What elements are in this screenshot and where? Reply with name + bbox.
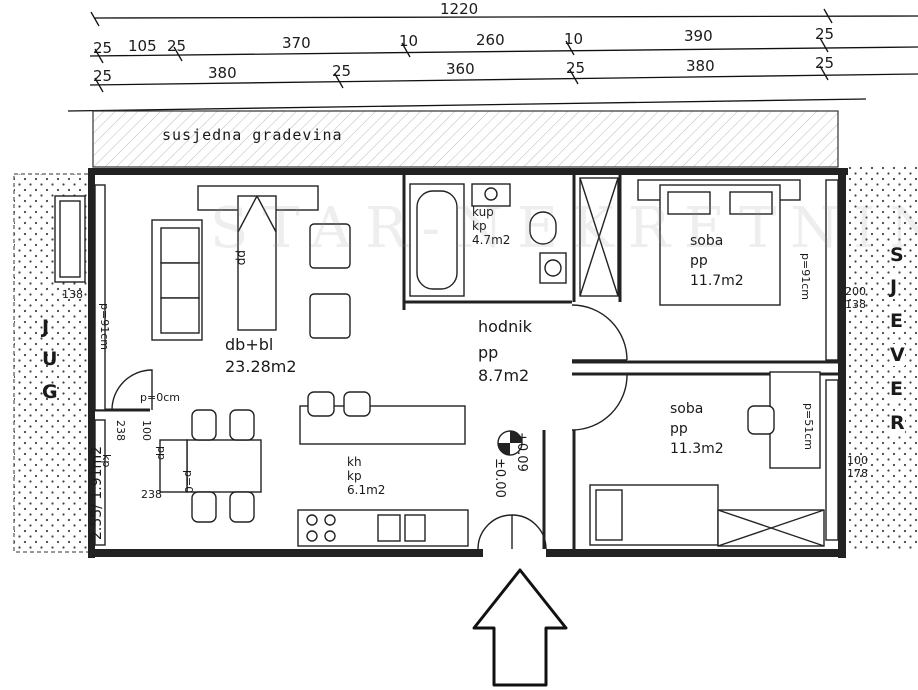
- dim-row2-1: 25: [93, 39, 113, 57]
- dim-row3-2: 380: [208, 64, 237, 82]
- dim-row2-8: 390: [684, 27, 713, 45]
- dim-row3-3: 25: [332, 62, 352, 80]
- watermark: STAR-NEKRETNINE: [210, 196, 918, 261]
- kitchen-floor: kp: [347, 469, 362, 483]
- south-letter-3: G: [42, 381, 58, 403]
- dim-row2-5: 10: [399, 32, 419, 50]
- bathroom-floor: kp: [472, 219, 487, 233]
- dimension-lines: [67, 8, 918, 112]
- dining-furniture: [159, 391, 466, 523]
- bedroom1-furniture: [637, 179, 801, 306]
- window-3-width: 178: [847, 467, 868, 480]
- outer-walls: [88, 168, 848, 558]
- north-letter-5: E: [890, 378, 903, 400]
- total-width: 1220: [440, 0, 479, 18]
- bedroom2-name: soba: [670, 401, 704, 417]
- balcony-door-width: 238: [114, 420, 127, 441]
- level-marker: [497, 430, 523, 456]
- north-letter-4: V: [890, 344, 905, 366]
- bedroom2-floor: pp: [670, 421, 688, 437]
- doors: [111, 304, 628, 550]
- dim-row3-5: 25: [566, 59, 586, 77]
- bedroom1-name: soba: [690, 233, 724, 249]
- dim-row2-3: 25: [167, 37, 187, 55]
- kitchen-area: 6.1m2: [347, 483, 386, 497]
- dim-row2-7: 10: [564, 30, 584, 48]
- north-letter-1: S: [890, 244, 904, 266]
- bathroom-fixtures: [409, 177, 619, 297]
- level-ground: ±0.00: [492, 458, 507, 498]
- entrance-arrow: [472, 568, 568, 687]
- south-letter-2: U: [42, 348, 58, 370]
- neighbor-label: susjedna gradevina: [162, 126, 343, 144]
- hall-floor: pp: [478, 343, 499, 362]
- bedroom1-area: 11.7m2: [690, 273, 744, 289]
- dim-row2-9: 25: [815, 25, 835, 43]
- window-1-sill: p=91cm: [98, 303, 111, 350]
- north-letter-6: R: [890, 412, 905, 434]
- bedroom2-furniture: [589, 371, 825, 547]
- dim-row3-7: 25: [815, 54, 835, 72]
- hall-area: 8.7m2: [478, 366, 530, 385]
- living-room-area: 23.28m2: [225, 357, 297, 376]
- window-3-sill: p=51cm: [802, 403, 815, 450]
- bathroom-area: 4.7m2: [472, 233, 511, 247]
- kitchen-counter: [297, 509, 469, 547]
- living-furniture: [151, 185, 351, 341]
- north-letter-2: J: [890, 276, 898, 298]
- north-letter-3: E: [890, 310, 903, 332]
- window-1-size: 138: [62, 288, 83, 301]
- kitchen-window-sill: p=0: [182, 470, 195, 494]
- kitchen-name: kh: [347, 455, 362, 469]
- kitchen-window-floor: pp: [155, 446, 168, 460]
- balcony-door-floor: kp: [100, 454, 113, 468]
- neighbor-building: [92, 110, 839, 168]
- dim-row2-6: 260: [476, 31, 505, 49]
- dim-row3-6: 380: [686, 57, 715, 75]
- hall-name: hodnik: [478, 317, 532, 336]
- north-terrace: [845, 166, 918, 550]
- kitchen-window-width: 238: [141, 488, 162, 501]
- level-upper: +0.09: [514, 432, 529, 472]
- bedroom2-area: 11.3m2: [670, 441, 724, 457]
- dim-row2-4: 370: [282, 34, 311, 52]
- window-2-width: 138: [845, 298, 866, 311]
- window-3-height: 100: [847, 454, 868, 467]
- bedroom1-floor: pp: [690, 253, 708, 269]
- living-room-name: db+bl: [225, 335, 274, 354]
- bathroom-name: kup: [472, 205, 494, 219]
- dim-row3-1: 25: [93, 67, 113, 85]
- windows: [54, 179, 839, 546]
- balcony-door-sill: p=0cm: [140, 391, 180, 404]
- window-2-height: 200: [845, 285, 866, 298]
- dim-row2-2: 105: [128, 37, 157, 55]
- south-letter-1: J: [42, 316, 50, 338]
- kitchen-window-height: 100: [140, 420, 153, 441]
- dim-row3-4: 360: [446, 60, 475, 78]
